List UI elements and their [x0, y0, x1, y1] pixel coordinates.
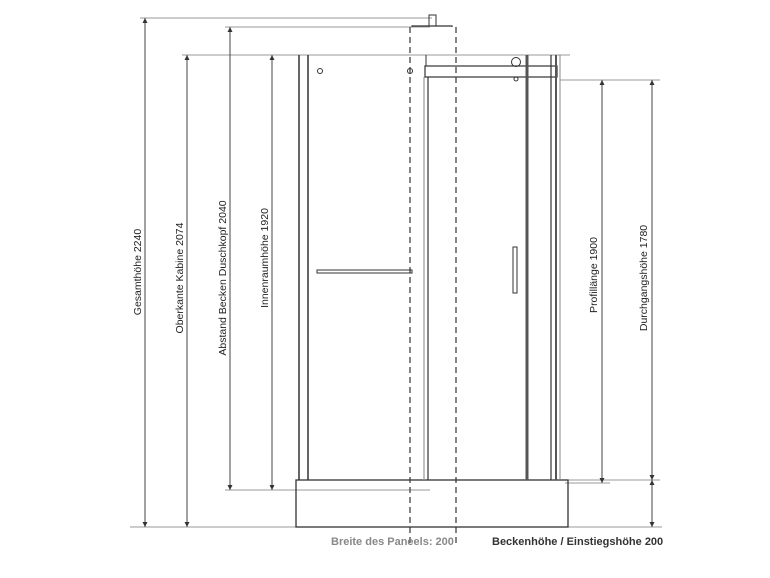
- label-total-height: Gesamthöhe 2240: [132, 229, 144, 316]
- top-rail: [424, 65, 558, 78]
- towel-bar: [316, 269, 413, 274]
- label-panel-width: Breite des Paneels: 200: [331, 536, 454, 548]
- label-tray-height: Beckenhöhe / Einstiegshöhe 200: [492, 536, 663, 548]
- door-handle: [512, 246, 518, 294]
- label-cabin-top: Oberkante Kabine 2074: [174, 222, 186, 333]
- shower-tray: [295, 479, 569, 528]
- label-profile-length: Profillänge 1900: [588, 237, 600, 313]
- label-tray-showerhead: Abstand Becken Duschkopf 2040: [217, 200, 229, 355]
- label-passage-height: Durchgangshöhe 1780: [638, 225, 650, 331]
- cabin: [295, 14, 569, 545]
- label-interior-height: Innenraumhöhe 1920: [259, 208, 271, 308]
- dimension-lines: [142, 18, 655, 527]
- showerhead: [428, 14, 437, 27]
